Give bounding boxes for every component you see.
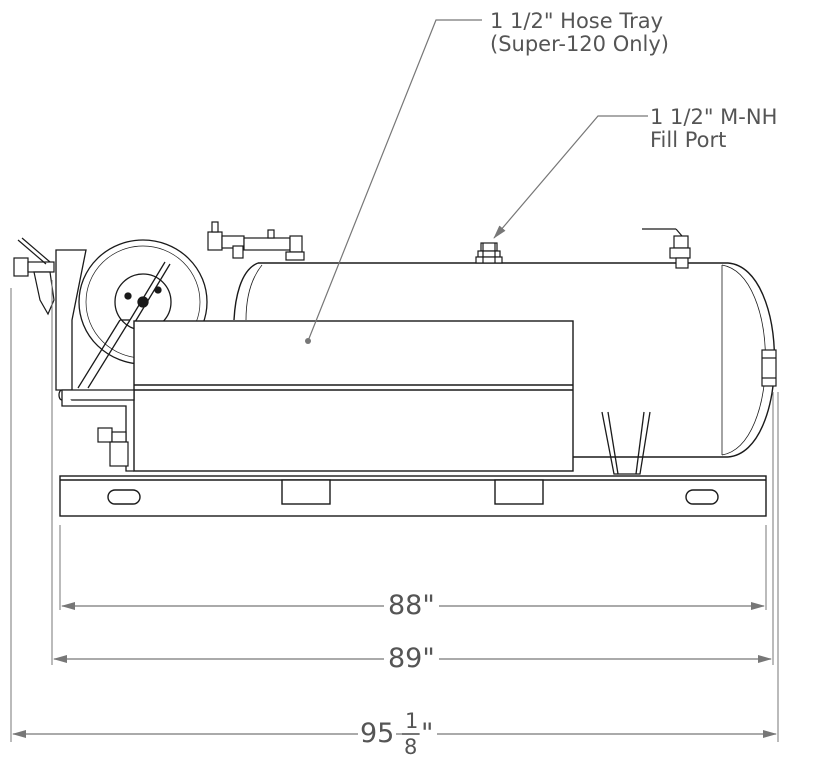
spray-nozzle — [13, 237, 55, 316]
fill-port-callout-line2: Fill Port — [650, 128, 727, 152]
top-valve-assembly — [207, 221, 305, 261]
dimension-95-whole: 95 — [358, 718, 397, 749]
relief-valve — [642, 228, 691, 269]
tank-saddle — [601, 411, 651, 475]
fill-port — [475, 242, 503, 264]
dimension-95-denominator: 8 — [404, 735, 418, 759]
front-valve — [97, 427, 129, 467]
fill-port-callout-line1: 1 1/2" M-NH — [650, 105, 778, 129]
hose-tray-callout: 1 1/2" Hose Tray (Super-120 Only) — [490, 10, 669, 56]
reel-frame — [55, 249, 131, 391]
dimension-88-label: 88" — [384, 592, 439, 620]
hose-tray-callout-line2: (Super-120 Only) — [490, 32, 670, 56]
skid-base — [59, 475, 767, 517]
hose-tray-callout-line1: 1 1/2" Hose Tray — [490, 9, 664, 33]
dimension-95-unit: " — [420, 720, 438, 748]
dimension-89-label: 89" — [384, 645, 439, 673]
tank-drain-fitting — [761, 349, 777, 387]
callout-leaders — [307, 19, 648, 342]
hose-reel — [78, 239, 208, 365]
fill-port-callout: 1 1/2" M-NH Fill Port — [650, 106, 777, 152]
extension-lines — [10, 280, 779, 742]
dimension-95-numerator: 1 — [405, 709, 419, 733]
hose-tray — [133, 320, 574, 472]
